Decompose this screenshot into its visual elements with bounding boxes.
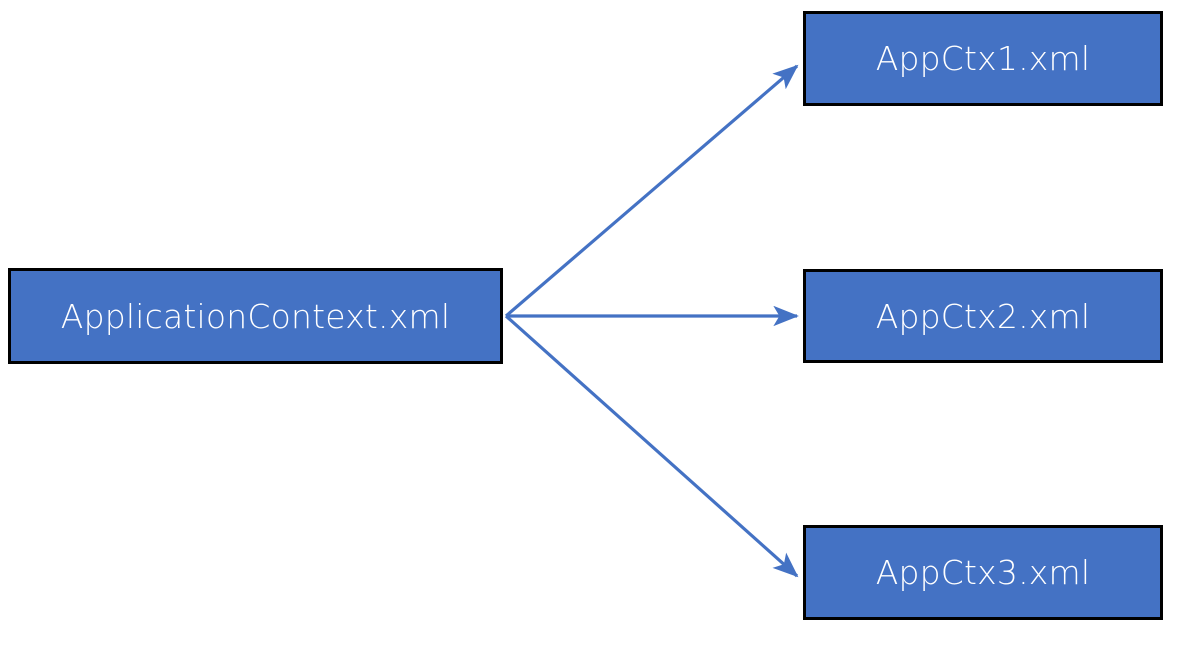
connector-root-to-appctx1 [504, 64, 799, 318]
node-appctx2[interactable]: AppCtx2.xml [803, 269, 1163, 363]
node-appctx3[interactable]: AppCtx3.xml [803, 525, 1163, 620]
node-label: AppCtx2.xml [875, 296, 1091, 336]
node-label: AppCtx1.xml [875, 39, 1091, 78]
node-application-context[interactable]: ApplicationContext.xml [8, 268, 503, 364]
node-appctx1[interactable]: AppCtx1.xml [803, 11, 1163, 106]
node-label: AppCtx3.xml [875, 553, 1091, 592]
connector-root-to-appctx3 [504, 314, 799, 578]
node-label: ApplicationContext.xml [60, 296, 451, 336]
